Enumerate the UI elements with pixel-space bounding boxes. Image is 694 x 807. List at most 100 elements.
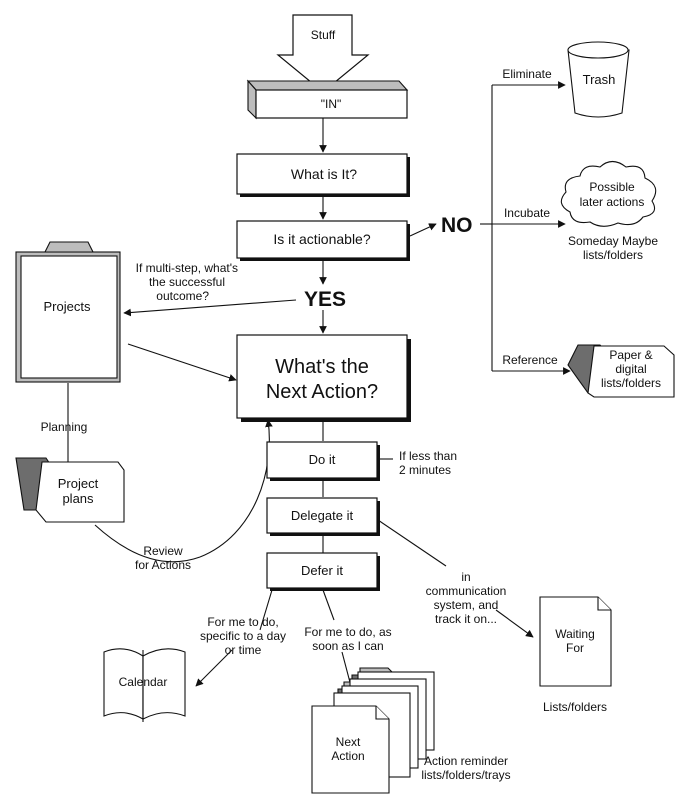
next-action-doc-front bbox=[311, 705, 390, 794]
review-line-1: Review bbox=[143, 544, 183, 558]
possible-later-node: Possible later actions bbox=[560, 160, 657, 227]
paper-line-2: digital bbox=[615, 362, 646, 376]
do-it-box bbox=[266, 441, 378, 479]
arrow-specific-to-calendar bbox=[195, 649, 233, 687]
what-is-it-node: What is It? bbox=[236, 153, 410, 197]
arrow-comm-to-waiting bbox=[495, 609, 534, 638]
arrow-actionable-to-no bbox=[409, 223, 437, 237]
calendar-page-right bbox=[142, 648, 186, 720]
trash-node: Trash bbox=[567, 41, 630, 118]
delegate-it-label: Delegate it bbox=[291, 508, 354, 523]
someday-line-2: lists/folders bbox=[583, 248, 643, 262]
trash-label: Trash bbox=[583, 72, 616, 87]
asap-line-2: soon as I can bbox=[312, 639, 383, 653]
eliminate-label: Eliminate bbox=[502, 67, 552, 81]
multistep-line-1: If multi-step, what's bbox=[136, 261, 238, 275]
paper-line-3: lists/folders bbox=[601, 376, 661, 390]
waiting-line-1: Waiting bbox=[555, 627, 595, 641]
comm-line-4: track it on... bbox=[435, 612, 497, 626]
do-it-label: Do it bbox=[309, 452, 336, 467]
calendar-label: Calendar bbox=[119, 675, 168, 689]
review-line-2: for Actions bbox=[135, 558, 191, 572]
next-action-line-1: What's the bbox=[275, 356, 369, 378]
lists-folders-label: Lists/folders bbox=[543, 700, 607, 714]
trash-can-body bbox=[567, 49, 630, 118]
specific-line-3: or time bbox=[225, 643, 262, 657]
in-tray-front bbox=[255, 89, 408, 119]
less-line-1: If less than bbox=[399, 449, 457, 463]
yes-label: YES bbox=[304, 288, 346, 311]
comm-line-2: communication bbox=[426, 584, 507, 598]
line-delegate-to-comm bbox=[377, 519, 447, 567]
in-tray-label: "IN" bbox=[321, 97, 342, 111]
next-action-doc-fold bbox=[375, 706, 389, 720]
multistep-line-3: outcome? bbox=[156, 289, 209, 303]
next-action-doc-line-1: Next bbox=[336, 735, 361, 749]
reference-folder-node: Paper & digital lists/folders bbox=[567, 344, 675, 398]
arrow-review-to-nextaction bbox=[199, 419, 273, 558]
possible-line-1: Possible bbox=[589, 180, 635, 194]
actionable-box bbox=[236, 220, 408, 259]
asap-line-1: For me to do, as bbox=[304, 625, 391, 639]
specific-line-2: specific to a day bbox=[200, 629, 286, 643]
next-action-docs-node: Next Action bbox=[311, 667, 435, 794]
no-label: NO bbox=[441, 214, 473, 237]
delegate-it-node: Delegate it bbox=[266, 497, 380, 536]
defer-it-label: Defer it bbox=[301, 563, 343, 578]
arrow-projects-to-nextaction bbox=[127, 343, 237, 382]
next-action-node: What's the Next Action? bbox=[236, 334, 411, 422]
what-is-it-label: What is It? bbox=[291, 166, 357, 182]
next-action-line-2: Next Action? bbox=[266, 381, 378, 403]
trash-can-rim bbox=[567, 41, 629, 59]
someday-line-1: Someday Maybe bbox=[568, 234, 658, 248]
defer-it-node: Defer it bbox=[266, 552, 380, 591]
labels: Eliminate Incubate Someday Maybe lists/f… bbox=[41, 67, 659, 782]
specific-line-1: For me to do, bbox=[207, 615, 278, 629]
planning-label: Planning bbox=[41, 420, 88, 434]
less-line-2: 2 minutes bbox=[399, 463, 451, 477]
connectors bbox=[67, 81, 571, 691]
stuff-arrow-shape bbox=[276, 14, 370, 93]
line-plans-to-review bbox=[94, 524, 201, 563]
actionable-label: Is it actionable? bbox=[273, 231, 370, 247]
calendar-node: Calendar bbox=[103, 648, 186, 722]
do-it-node: Do it bbox=[266, 441, 380, 481]
stuff-label: Stuff bbox=[311, 28, 336, 42]
waiting-line-2: For bbox=[566, 641, 584, 655]
actionable-node: Is it actionable? bbox=[236, 220, 410, 261]
possible-line-2: later actions bbox=[580, 195, 645, 209]
projects-node: Projects bbox=[15, 241, 121, 383]
project-plans-node: Project plans bbox=[15, 457, 125, 523]
delegate-it-box bbox=[266, 497, 378, 534]
next-action-box bbox=[236, 334, 408, 419]
projects-label: Projects bbox=[44, 299, 91, 314]
project-plans-line-1: Project bbox=[58, 476, 99, 491]
plans-folder-front bbox=[35, 461, 125, 523]
clipboard-paper bbox=[20, 255, 118, 379]
defer-it-box bbox=[266, 552, 378, 589]
line-defer-to-specific bbox=[259, 589, 273, 631]
in-tray-top bbox=[246, 80, 409, 91]
paper-line-1: Paper & bbox=[609, 348, 652, 362]
waiting-doc bbox=[539, 596, 612, 687]
reference-folder-front bbox=[587, 345, 675, 398]
project-plans-line-2: plans bbox=[62, 491, 94, 506]
clipboard-clip bbox=[44, 241, 94, 253]
reminder-line-2: lists/folders/trays bbox=[421, 768, 510, 782]
incubate-label: Incubate bbox=[504, 206, 550, 220]
waiting-doc-fold bbox=[597, 597, 611, 611]
arrow-yes-to-projects bbox=[123, 299, 297, 317]
next-action-doc-line-2: Action bbox=[331, 749, 364, 763]
cloud-shape bbox=[560, 160, 657, 227]
what-is-it-box bbox=[236, 153, 408, 195]
in-tray-node: "IN" bbox=[246, 79, 409, 120]
comm-line-3: system, and bbox=[434, 598, 499, 612]
waiting-for-node: Waiting For bbox=[539, 596, 612, 687]
line-defer-to-asap bbox=[322, 589, 335, 621]
multistep-line-2: the successful bbox=[149, 275, 225, 289]
stuff-node: Stuff bbox=[276, 14, 370, 93]
comm-line-1: in bbox=[461, 570, 470, 584]
reminder-line-1: Action reminder bbox=[424, 754, 508, 768]
reference-label: Reference bbox=[502, 353, 558, 367]
